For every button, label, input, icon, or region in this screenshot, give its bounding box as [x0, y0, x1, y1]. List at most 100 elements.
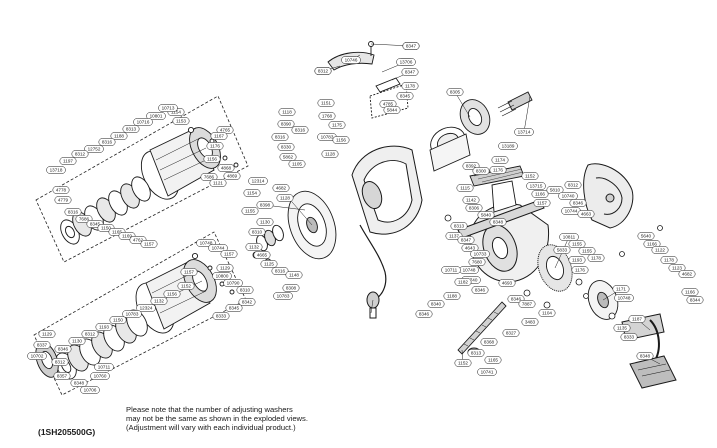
part-label-pill	[553, 246, 571, 254]
part-label: 8357	[53, 372, 71, 380]
part-label-pill	[328, 121, 346, 129]
part-label-pill	[33, 341, 51, 349]
part-label-text: 10801	[150, 114, 163, 119]
part-label-text: 13714	[518, 130, 531, 135]
part-label-pill	[489, 218, 507, 226]
part-label-pill	[271, 267, 289, 275]
part-label-text: 8346	[58, 347, 69, 352]
part-label: 1178	[401, 82, 419, 90]
part-label-pill	[203, 155, 221, 163]
bail-arm	[327, 41, 409, 119]
part-label: 1142	[462, 196, 480, 204]
part-label-text: 8357	[57, 374, 68, 379]
part-label-pill	[94, 363, 114, 371]
handle-assembly	[621, 313, 677, 389]
part-label-text: 10740	[465, 278, 478, 283]
part-label: 8312	[81, 330, 99, 338]
part-label-text: 13715	[530, 184, 543, 189]
part-label: 1188	[443, 292, 461, 300]
part-label: 12324	[136, 304, 156, 312]
part-label-text: 1156	[167, 292, 177, 297]
part-label-text: 7686	[79, 217, 90, 222]
part-label-pill	[538, 309, 556, 317]
part-label-pill	[177, 282, 195, 290]
part-label-pill	[216, 264, 234, 272]
part-label: 8345	[225, 304, 243, 312]
part-label: 1128	[321, 150, 339, 158]
part-label-pill	[427, 300, 445, 308]
part-label-text: 8344	[690, 298, 701, 303]
part-label-pill	[158, 104, 178, 112]
part-label-pill	[681, 288, 699, 296]
part-label-pill	[140, 240, 158, 248]
part-label: 5640	[637, 232, 655, 240]
part-label-text: 10713	[162, 106, 175, 111]
part-label-pill	[498, 142, 518, 150]
part-label: 4778	[52, 186, 70, 194]
part-label-pill	[277, 120, 295, 128]
part-label-text: 1176	[210, 144, 220, 149]
part-label: 8398	[256, 201, 274, 209]
part-label-text: 3483	[525, 320, 536, 325]
part-label-pill	[38, 330, 56, 338]
part-label-pill	[314, 67, 332, 75]
part-label: 10783	[273, 292, 293, 300]
part-label-text: 8347	[406, 44, 417, 49]
part-label: 5810	[546, 186, 564, 194]
part-label-text: 1165	[112, 230, 122, 235]
part-label-text: 1125	[264, 262, 274, 267]
part-label-text: 8312	[55, 360, 66, 365]
part-label-pill	[317, 99, 335, 107]
part-label: 1118	[278, 108, 296, 116]
part-label-text: 8392	[466, 164, 477, 169]
part-label: 1166	[681, 288, 699, 296]
part-label-text: 12752	[88, 147, 101, 152]
part-label: 8312	[314, 67, 332, 75]
part-label: 4779	[54, 196, 72, 204]
part-label-text: 1188	[447, 294, 457, 299]
part-label-pill	[225, 304, 243, 312]
part-label: 1178	[587, 254, 605, 262]
part-label-text: 8327	[506, 331, 517, 336]
part-label-text: 10783	[321, 135, 334, 140]
part-label-text: 1175	[332, 123, 342, 128]
part-label-pill	[52, 186, 70, 194]
part-label-pill	[122, 125, 140, 133]
part-label-pill	[180, 268, 198, 276]
part-label-pill	[53, 372, 71, 380]
part-label: 13714	[514, 128, 534, 136]
part-label-text: 8333	[216, 314, 227, 319]
disclaimer-note: Please note that the number of adjusting…	[126, 405, 426, 433]
part-label: 10811	[559, 233, 579, 241]
part-label-text: 8300	[476, 169, 487, 174]
part-label-text: 1178	[591, 256, 601, 261]
part-label-pill	[457, 236, 475, 244]
part-label-pill	[321, 150, 339, 158]
part-label: 8333	[212, 312, 230, 320]
part-label-text: 8316	[102, 140, 113, 145]
part-label: 8348	[636, 352, 654, 360]
model-code: (1SH205500G)	[38, 427, 96, 437]
part-label: 7680	[468, 258, 486, 266]
part-label-text: 10748	[463, 268, 476, 273]
part-label: 1104	[538, 309, 556, 317]
part-label: 4643	[461, 244, 479, 252]
part-label: 1768	[318, 112, 336, 120]
part-label: 8313	[467, 349, 485, 357]
part-label-text: 12314	[252, 179, 265, 184]
part-label: 8337	[33, 341, 51, 349]
part-label: 8316	[291, 126, 309, 134]
part-label: 10748	[459, 266, 479, 274]
part-label-text: 10711	[98, 365, 111, 370]
part-label-pill	[441, 266, 461, 274]
part-label-text: 10748	[618, 296, 631, 301]
part-label-text: 1150	[101, 226, 111, 231]
part-label-text: 1152	[181, 284, 191, 289]
part-label-text: 5862	[283, 155, 294, 160]
part-label-text: 8312	[568, 183, 579, 188]
part-label-text: 1171	[616, 287, 626, 292]
part-label-pill	[70, 379, 88, 387]
part-label-pill	[636, 352, 654, 360]
part-label-pill	[471, 286, 489, 294]
part-label: 1125	[260, 260, 278, 268]
